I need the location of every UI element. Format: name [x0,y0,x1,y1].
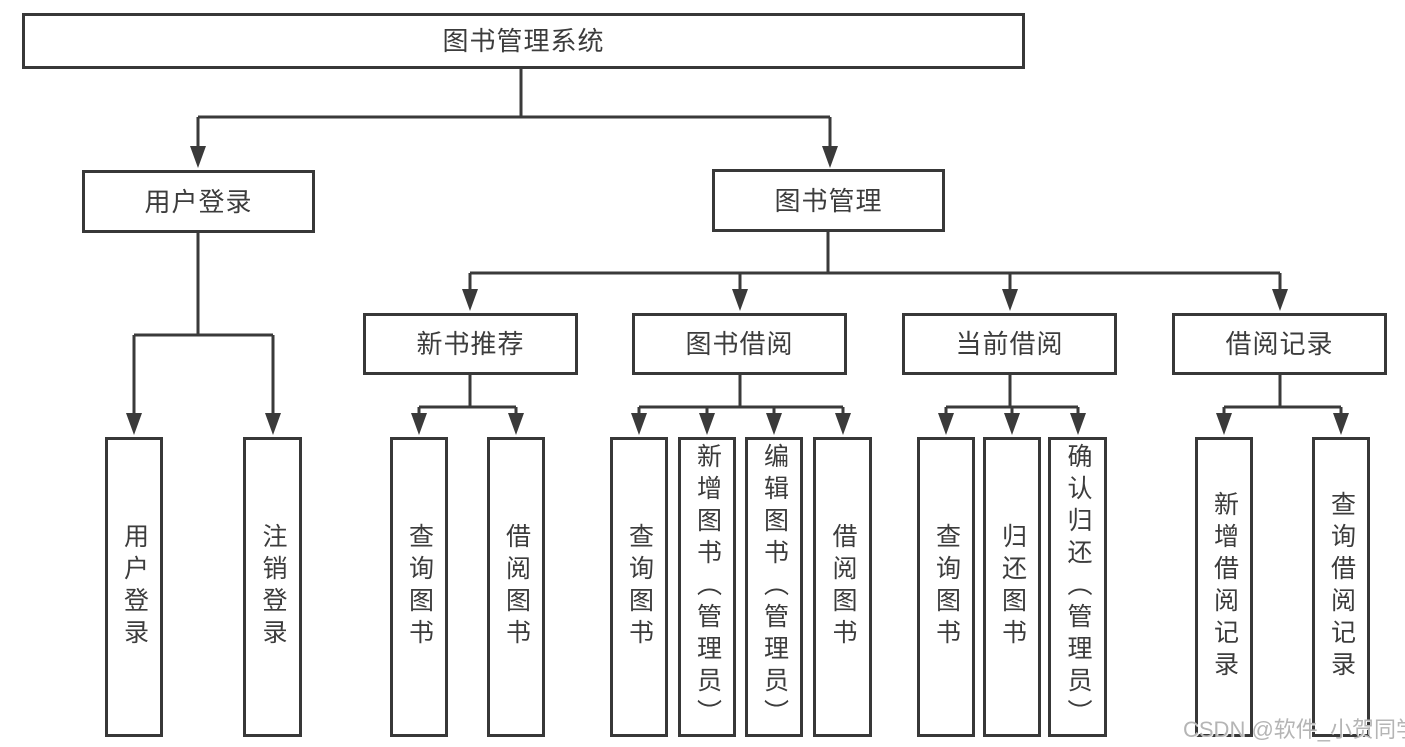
leaf-query-books-recommend: 查询图书 [390,437,448,737]
node-book-management-label: 图书管理 [774,185,883,216]
connector-path [132,69,1343,415]
leaf-borrow-books-borrowing-label: 借阅图书 [829,523,857,651]
leaf-query-books-borrowing: 查询图书 [610,437,668,737]
leaf-query-borrow-record-label: 查询借阅记录 [1327,491,1356,683]
watermark-text: CSDN @软件_小贺同学 [1183,717,1405,742]
leaf-user-login: 用户登录 [105,437,163,737]
leaf-edit-book-admin-label: 编辑图书（管理员） [760,443,789,731]
leaf-add-book-admin-label: 新增图书（管理员） [693,443,722,731]
arrowheads [126,146,1349,435]
leaf-borrow-books-borrowing: 借阅图书 [813,437,872,737]
leaf-user-login-label: 用户登录 [120,523,149,651]
node-current-borrowing: 当前借阅 [902,313,1117,375]
leaf-query-books-current-label: 查询图书 [932,523,961,651]
leaf-query-books-current: 查询图书 [917,437,975,737]
leaf-confirm-return-admin: 确认归还（管理员） [1048,437,1107,737]
node-new-book-recommend: 新书推荐 [363,313,578,375]
node-book-management: 图书管理 [712,169,945,232]
leaf-logout: 注销登录 [243,437,302,737]
leaf-borrow-books-recommend-label: 借阅图书 [502,523,531,651]
leaf-edit-book-admin: 编辑图书（管理员） [745,437,803,737]
leaf-confirm-return-admin-label: 确认归还（管理员） [1064,443,1092,731]
leaf-add-borrow-record: 新增借阅记录 [1195,437,1253,737]
leaf-borrow-books-recommend: 借阅图书 [487,437,545,737]
leaf-add-borrow-record-label: 新增借阅记录 [1210,491,1239,683]
node-user-login-label: 用户登录 [144,186,253,217]
node-user-login: 用户登录 [82,170,315,233]
node-book-borrowing: 图书借阅 [632,313,847,375]
leaf-query-books-recommend-label: 查询图书 [405,523,434,651]
leaf-return-book-label: 归还图书 [998,523,1027,651]
node-root-label: 图书管理系统 [442,26,605,56]
leaf-query-books-borrowing-label: 查询图书 [625,523,654,651]
node-borrowing-records: 借阅记录 [1172,313,1387,375]
node-borrowing-records-label: 借阅记录 [1225,329,1334,359]
leaf-add-book-admin: 新增图书（管理员） [678,437,736,737]
leaf-return-book: 归还图书 [983,437,1041,737]
leaf-logout-label: 注销登录 [259,523,287,651]
node-book-borrowing-label: 图书借阅 [685,329,794,359]
node-root: 图书管理系统 [22,13,1025,69]
leaf-query-borrow-record: 查询借阅记录 [1312,437,1370,737]
node-new-book-recommend-label: 新书推荐 [416,329,525,359]
node-current-borrowing-label: 当前借阅 [955,329,1064,359]
